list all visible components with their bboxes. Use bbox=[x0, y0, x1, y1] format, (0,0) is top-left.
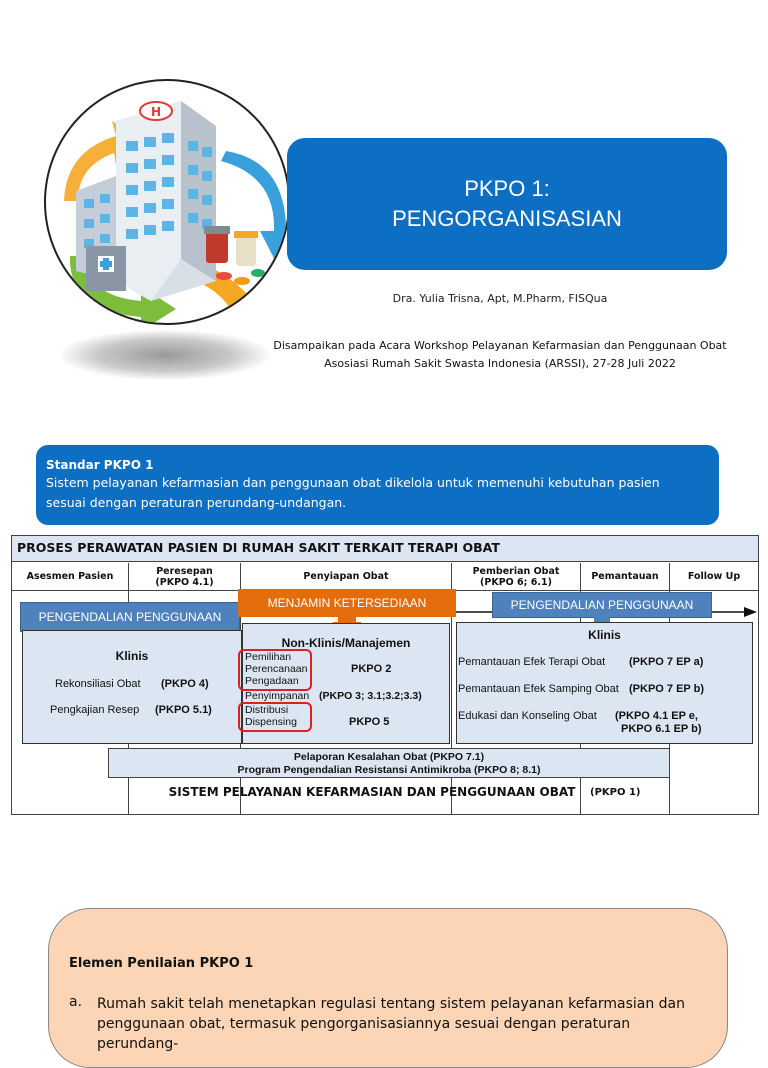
column-penyiapan: Penyiapan Obat bbox=[241, 563, 452, 591]
list-item: Pengadaan bbox=[245, 675, 299, 687]
row-code: (PKPO 7 EP a) bbox=[629, 656, 704, 668]
row-code: (PKPO 4) bbox=[161, 678, 209, 690]
illustration-shadow bbox=[60, 330, 270, 380]
assessment-elements-box: Elemen Penilaian PKPO 1 a. Rumah sakit t… bbox=[48, 908, 728, 1068]
row-label: Pengkajian Resep bbox=[50, 704, 140, 716]
panel-title: Klinis bbox=[115, 649, 149, 663]
item-line-2: penggunaan obat, termasuk pengorganisasi… bbox=[97, 1016, 631, 1052]
column-label: Pemberian Obat bbox=[472, 565, 560, 577]
column-sub: (PKPO 4.1) bbox=[155, 576, 214, 588]
reporting-line-1: Pelaporan Kesalahan Obat (PKPO 7.1) bbox=[293, 751, 485, 763]
panel-title: Non-Klinis/Manajemen bbox=[281, 636, 411, 650]
title-line-2: PENGORGANISASIAN bbox=[392, 206, 622, 231]
standard-box: Standar PKPO 1 Sistem pelayanan kefarmas… bbox=[36, 445, 719, 525]
hospital-building-icon: H bbox=[64, 101, 288, 323]
item-line-1: Rumah sakit telah menetapkan regulasi te… bbox=[97, 996, 686, 1012]
column-divider bbox=[451, 591, 452, 815]
column-label: Peresepan bbox=[156, 565, 213, 577]
row-code: (PKPO 4.1 EP e, bbox=[615, 710, 698, 722]
row-label: Pemantauan Efek Samping Obat bbox=[458, 683, 619, 695]
title-line-1: PKPO 1: bbox=[464, 176, 550, 201]
assessment-item-a: Rumah sakit telah menetapkan regulasi te… bbox=[97, 994, 687, 1054]
panel-non-klinis: Non-Klinis/Manajemen Pemilihan Perencana… bbox=[238, 623, 450, 744]
column-label: Asesmen Pasien bbox=[26, 571, 114, 582]
row-label: Rekonsiliasi Obat bbox=[55, 678, 141, 690]
tag-pengendalian-left: PENGENDALIAN PENGGUNAAN bbox=[20, 602, 240, 632]
tag-menjamin-ketersediaan: MENJAMIN KETERSEDIAAN bbox=[238, 589, 456, 617]
list-item: Distribusi bbox=[245, 704, 289, 716]
column-pemberian: Pemberian Obat (PKPO 6; 6.1) bbox=[452, 563, 581, 591]
standard-text-line-2: sesuai dengan peraturan perundang-undang… bbox=[46, 495, 347, 510]
item-marker: a. bbox=[69, 994, 83, 1010]
row-code: PKPO 5 bbox=[349, 716, 390, 728]
column-sub: (PKPO 6; 6.1) bbox=[480, 576, 552, 588]
column-pemantauan: Pemantauan bbox=[581, 563, 670, 591]
panel-title: Klinis bbox=[588, 628, 621, 642]
list-item: Pemilihan bbox=[245, 651, 292, 663]
row-label: Pemantauan Efek Terapi Obat bbox=[458, 656, 606, 668]
tag-pengendalian-right: PENGENDALIAN PENGGUNAAN bbox=[492, 592, 712, 618]
assessment-title: Elemen Penilaian PKPO 1 bbox=[69, 956, 254, 971]
process-title: PROSES PERAWATAN PASIEN DI RUMAH SAKIT T… bbox=[12, 536, 758, 562]
row-code: (PKPO 7 EP b) bbox=[629, 683, 704, 695]
column-follow-up: Follow Up bbox=[670, 563, 758, 591]
highlight-box bbox=[238, 702, 312, 732]
event-line-1: Disampaikan pada Acara Workshop Pelayana… bbox=[273, 339, 727, 352]
system-title: SISTEM PELAYANAN KEFARMASIAN DAN PENGGUN… bbox=[168, 785, 576, 799]
event-info: Disampaikan pada Acara Workshop Pelayana… bbox=[240, 337, 760, 373]
column-label: Penyiapan Obat bbox=[303, 571, 389, 582]
column-peresepan: Peresepan (PKPO 4.1) bbox=[129, 563, 241, 591]
standard-title: Standar PKPO 1 bbox=[46, 458, 154, 472]
reporting-bar: Pelaporan Kesalahan Obat (PKPO 7.1) Prog… bbox=[108, 748, 670, 778]
panel-klinis-right: Klinis Pemantauan Efek Terapi Obat (PKPO… bbox=[456, 622, 753, 744]
list-item: Penyimpanan bbox=[245, 690, 310, 702]
row-code: PKPO 6.1 EP b) bbox=[621, 723, 702, 735]
svg-text:H: H bbox=[151, 105, 161, 119]
title-banner: PKPO 1: PENGORGANISASIAN bbox=[287, 138, 727, 270]
row-code: (PKPO 5.1) bbox=[155, 704, 212, 716]
highlight-box bbox=[238, 649, 312, 691]
row-code: (PKPO 3; 3.1;3.2;3.3) bbox=[319, 690, 422, 702]
hospital-illustration: H bbox=[44, 79, 290, 325]
column-asesmen: Asesmen Pasien bbox=[12, 563, 129, 591]
column-label: Pemantauan bbox=[591, 571, 659, 582]
system-code: (PKPO 1) bbox=[590, 787, 641, 798]
list-item: Dispensing bbox=[245, 716, 297, 728]
author-name: Dra. Yulia Trisna, Apt, M.Pharm, FISQua bbox=[392, 292, 608, 305]
reporting-line-2: Program Pengendalian Resistansi Antimikr… bbox=[237, 764, 541, 776]
row-label: Edukasi dan Konseling Obat bbox=[458, 710, 597, 722]
event-line-2: Asosiasi Rumah Sakit Swasta Indonesia (A… bbox=[324, 357, 676, 370]
column-label: Follow Up bbox=[687, 571, 741, 582]
list-item: Perencanaan bbox=[245, 663, 308, 675]
standard-text-line-1: Sistem pelayanan kefarmasian dan penggun… bbox=[46, 475, 660, 490]
panel-klinis-left: Klinis Rekonsiliasi Obat (PKPO 4) Pengka… bbox=[22, 630, 242, 744]
process-diagram: PROSES PERAWATAN PASIEN DI RUMAH SAKIT T… bbox=[11, 535, 759, 815]
row-code: PKPO 2 bbox=[351, 663, 392, 675]
